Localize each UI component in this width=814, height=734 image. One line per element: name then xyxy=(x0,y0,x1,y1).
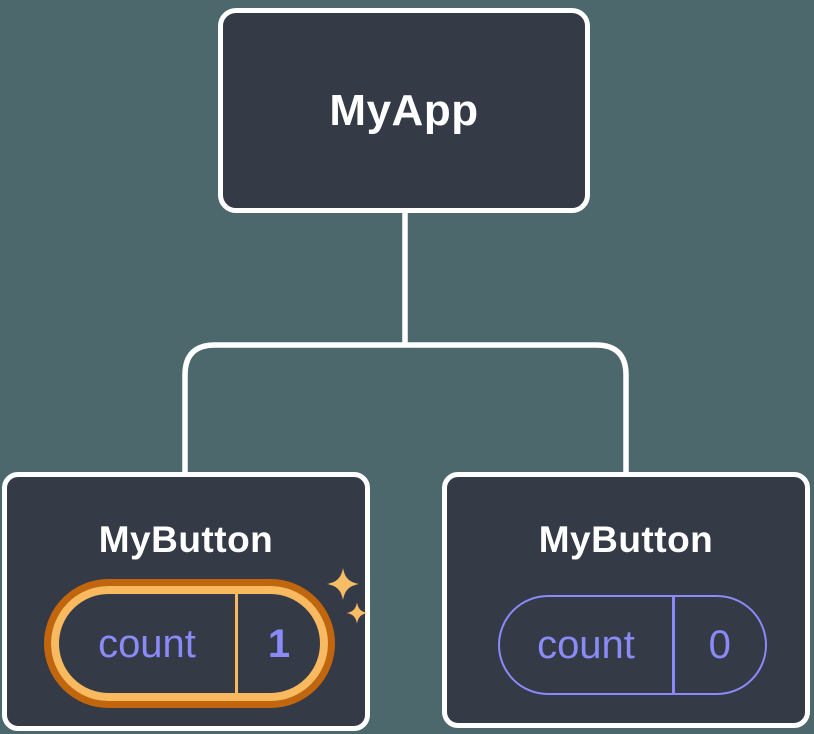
state-value: 1 xyxy=(267,621,291,666)
state-key-cell: count xyxy=(500,597,672,693)
state-value-cell: 0 xyxy=(675,597,766,693)
child-node-label: MyButton xyxy=(98,519,274,560)
child-node-mybutton-inactive: MyButton count 0 xyxy=(442,472,810,728)
root-node-label: MyApp xyxy=(329,85,479,135)
state-pill: count 0 xyxy=(498,595,767,695)
state-value-cell: 1 xyxy=(238,594,320,693)
state-pill-highlighted: count 1 xyxy=(51,586,328,701)
child-node-label: MyButton xyxy=(538,519,714,560)
state-value: 0 xyxy=(708,623,731,667)
state-key-label: count xyxy=(537,623,635,667)
pill-divider xyxy=(235,594,238,693)
state-key-cell: count xyxy=(59,594,235,693)
branch-to-children-line xyxy=(182,342,629,472)
child-node-mybutton-active: MyButton count 1 xyxy=(2,472,370,731)
sparkle-large xyxy=(327,568,359,600)
sparkle-icon xyxy=(327,568,368,624)
root-node-myapp: MyApp xyxy=(218,8,590,213)
sparkle-small xyxy=(346,602,368,624)
state-key-label: count xyxy=(98,621,196,666)
pill-divider xyxy=(672,597,675,693)
